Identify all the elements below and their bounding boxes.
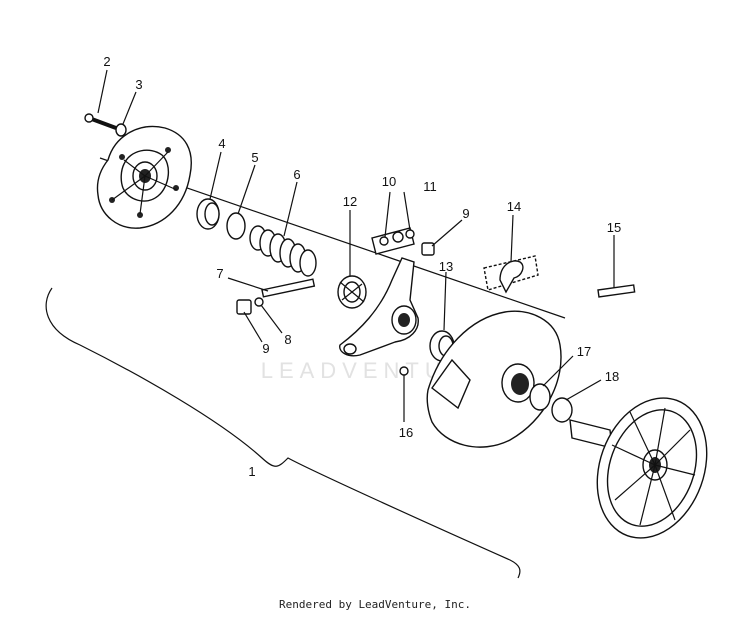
nut-part-left [236,299,252,315]
roller-cam-part [337,275,367,309]
ring-17-part [529,383,551,411]
pin-part [261,278,316,298]
washer-part [115,123,127,137]
ring-18-part [551,397,573,423]
callout-8: 8 [284,332,291,347]
callout-16: 16 [399,425,413,440]
callout-7: 7 [216,266,223,281]
callout-3: 3 [135,77,142,92]
grease-fitting-part [399,366,409,376]
nut-washer-10-11-part [371,227,415,255]
nut-part-right [421,242,435,256]
callout-2: 2 [103,54,110,69]
callout-11: 11 [423,179,437,194]
callout-14: 14 [507,199,521,214]
callout-9-right: 9 [462,206,469,221]
cover-plate-part [96,125,192,229]
small-washer-part [254,297,264,307]
callout-1: 1 [248,464,255,479]
callout-labels: 2 3 4 5 6 7 8 9 9 10 11 12 13 14 15 16 1… [103,54,621,479]
callout-6: 6 [293,167,300,182]
callout-12: 12 [343,194,357,209]
fixed-sheave-part [569,397,708,539]
leader-lines [97,69,615,422]
callout-15: 15 [607,220,621,235]
footer-credit: Rendered by LeadVenture, Inc. [278,598,472,611]
spring-part [249,225,317,277]
long-pin-part [597,284,636,298]
callout-10: 10 [382,174,396,189]
callout-5: 5 [251,150,258,165]
callout-9-left: 9 [262,341,269,356]
bushing-ring-part [196,198,220,230]
callout-13: 13 [439,259,453,274]
spider-arm-part [339,257,419,357]
callout-18: 18 [605,369,619,384]
callout-17: 17 [577,344,591,359]
snap-ring-part [226,212,246,240]
callout-4: 4 [218,136,225,151]
moveable-sheave-part [426,310,562,448]
bolt-part [84,113,117,130]
bracket-part [483,255,539,294]
assembly-bracket [45,287,521,579]
